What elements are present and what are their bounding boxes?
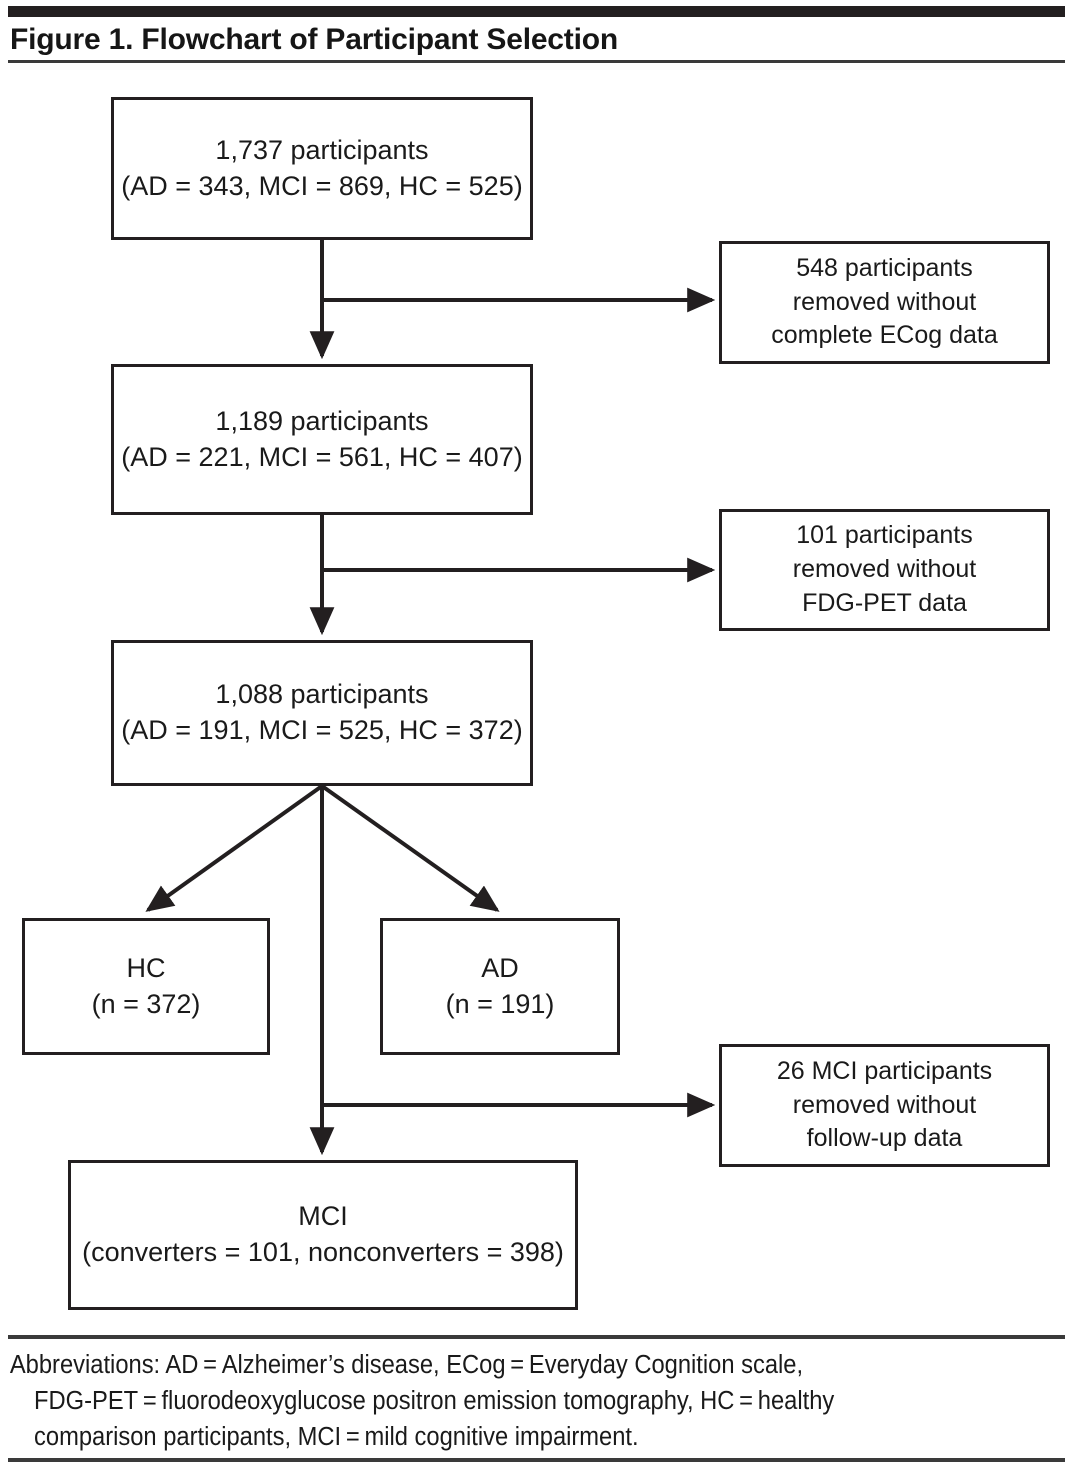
node-removed-followup-line3: follow-up data: [806, 1124, 963, 1153]
node-mci-line2: (converters = 101, nonconverters = 398): [82, 1237, 564, 1267]
node-removed-ecog-line1: 548 participants: [796, 253, 973, 282]
node-after-ecog: 1,189 participants (AD = 221, MCI = 561,…: [111, 364, 533, 515]
node-total-line1: 1,737 participants: [215, 134, 429, 165]
abbreviations-note: Abbreviations: AD = Alzheimer’s disease,…: [8, 1339, 1061, 1462]
footnote-bottom-rule: [8, 1458, 1065, 1462]
figure-header: Figure 1. Flowchart of Participant Selec…: [8, 6, 1065, 63]
node-ad-line2: (n = 191): [445, 988, 555, 1019]
node-removed-fdg: 101 participants removed without FDG-PET…: [719, 509, 1050, 631]
node-removed-ecog: 548 participants removed without complet…: [719, 241, 1050, 364]
node-after-fdg: 1,088 participants (AD = 191, MCI = 525,…: [111, 640, 533, 786]
node-hc-line1: HC: [126, 952, 166, 983]
abbreviations-line3: comparison participants, MCI = mild cogn…: [34, 1423, 639, 1452]
node-removed-followup-line1: 26 MCI participants: [776, 1056, 993, 1085]
node-after-fdg-line1: 1,088 participants: [215, 679, 429, 710]
header-bottom-rule: [8, 59, 1065, 63]
node-total-participants: 1,737 participants (AD = 343, MCI = 869,…: [111, 97, 533, 240]
node-ad-line1: AD: [481, 952, 519, 983]
page-title: Figure 1. Flowchart of Participant Selec…: [10, 23, 618, 56]
connector-fdg-to-hc: [145, 784, 324, 912]
footnote-top-rule: [8, 1335, 1065, 1339]
node-mci-group: MCI (converters = 101, nonconverters = 3…: [68, 1160, 578, 1310]
node-ad-group: AD (n = 191): [380, 918, 620, 1055]
node-removed-fdg-line1: 101 participants: [796, 521, 973, 550]
node-removed-followup: 26 MCI participants removed without foll…: [719, 1044, 1050, 1167]
node-removed-ecog-line2: removed without: [792, 287, 977, 316]
node-mci-line1: MCI: [298, 1201, 348, 1232]
node-total-line2: (AD = 343, MCI = 869, HC = 525): [121, 170, 523, 201]
abbreviations-line2: FDG-PET = fluorodeoxyglucose positron em…: [34, 1387, 835, 1416]
node-removed-followup-line2: removed without: [792, 1090, 977, 1119]
abbreviations-line1: Abbreviations: AD = Alzheimer’s disease,…: [9, 1351, 804, 1379]
node-hc-line2: (n = 372): [91, 988, 201, 1019]
footnote-block: Abbreviations: AD = Alzheimer’s disease,…: [8, 1335, 1065, 1462]
node-after-ecog-line2: (AD = 221, MCI = 561, HC = 407): [121, 441, 523, 472]
node-hc-group: HC (n = 372): [22, 918, 270, 1055]
node-removed-fdg-line2: removed without: [792, 555, 977, 584]
node-after-ecog-line1: 1,189 participants: [215, 405, 429, 436]
header-top-rule: [8, 6, 1065, 17]
connector-fdg-to-ad: [320, 784, 500, 912]
node-after-fdg-line2: (AD = 191, MCI = 525, HC = 372): [121, 715, 523, 745]
node-removed-ecog-line3: complete ECog data: [771, 321, 998, 350]
node-removed-fdg-line3: FDG-PET data: [802, 588, 967, 617]
